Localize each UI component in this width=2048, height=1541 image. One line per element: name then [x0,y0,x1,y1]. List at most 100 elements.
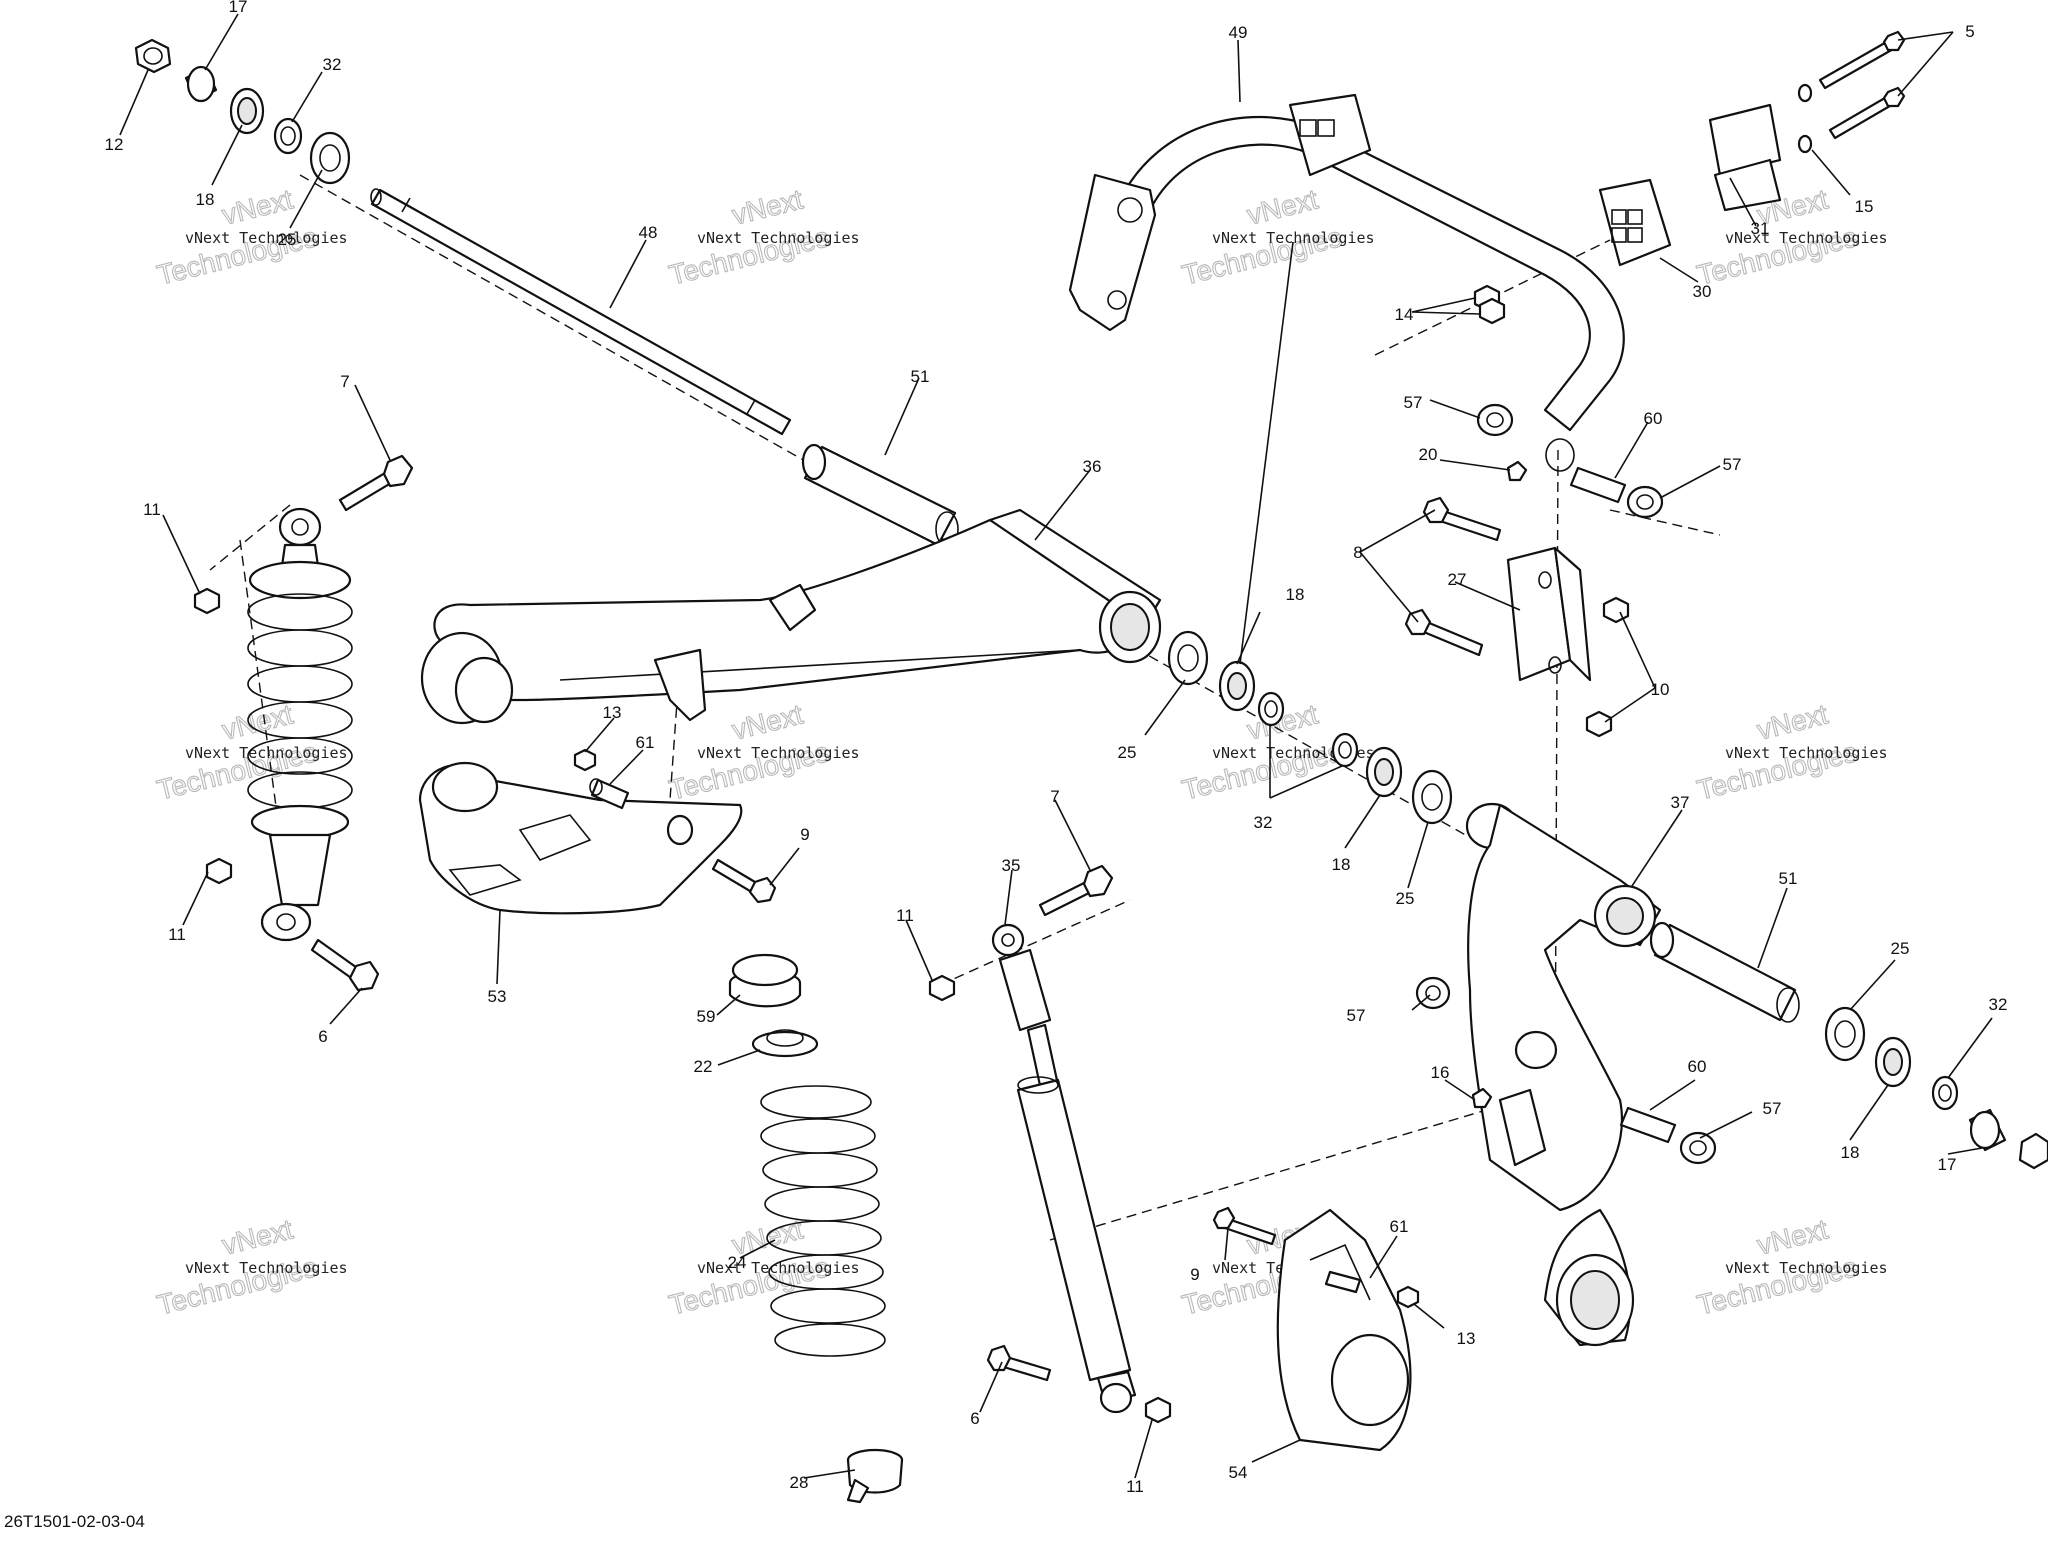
washer-32-mid-b [1331,732,1359,768]
callout-57-a: 57 [1404,393,1423,412]
watermark-8: vNext Technologies vNext Technologies [1693,698,1888,807]
adjuster-nut-28 [846,1448,904,1504]
svg-text:vNext: vNext [219,183,296,230]
bolt-6-left [310,938,380,992]
sleeve-60-bottom [1619,1106,1677,1144]
seal-18-mid [1218,660,1256,712]
callout-9-b: 9 [1190,1265,1199,1284]
callout-20: 20 [1419,445,1438,464]
bearing-25-top [309,131,351,185]
callout-18-c: 18 [1332,855,1351,874]
callout-8: 8 [1353,543,1362,562]
callout-18: 18 [196,190,215,209]
callout-6-b: 6 [970,1409,979,1428]
a-arm-37 [1465,802,1662,1347]
callout-36: 36 [1083,457,1102,476]
svg-text:vNext Technologies: vNext Technologies [697,744,860,762]
svg-text:vNext: vNext [1244,183,1321,230]
seal-18-top [229,87,265,135]
callout-51-b: 51 [1779,869,1798,888]
callout-53: 53 [488,987,507,1006]
callout-57-b: 57 [1723,455,1742,474]
nut-11-left-top [193,587,221,615]
stabilizer-bar-49 [1068,115,1625,472]
callout-32-c: 32 [1989,995,2008,1014]
sleeve-60-top [1569,466,1627,504]
callout-61-b: 61 [1390,1217,1409,1236]
svg-text:vNext Technologies: vNext Technologies [185,744,348,762]
callout-7-b: 7 [1050,787,1059,806]
svg-text:vNext Technologies: vNext Technologies [185,229,348,247]
callout-15: 15 [1855,197,1874,216]
callout-17: 17 [229,0,248,16]
bushing-57-mid [1415,976,1451,1010]
callout-57-d: 57 [1763,1099,1782,1118]
svg-text:vNext: vNext [1754,698,1831,745]
bushing-61-right [1324,1270,1362,1294]
callout-60-a: 60 [1644,409,1663,428]
callout-11-b: 11 [168,925,186,944]
callout-22: 22 [694,1057,713,1076]
callout-61-a: 61 [636,733,655,752]
nut-11-left-bottom [205,857,233,885]
spring-seat-22 [751,1029,819,1058]
spring-seat-59 [728,953,802,1008]
callout-13-b: 13 [1457,1329,1476,1348]
svg-text:vNext: vNext [1754,1213,1831,1260]
nut-13-left [573,748,597,772]
callout-6-a: 6 [318,1027,327,1046]
bushing-block-49-left [1288,93,1372,177]
callout-51-a: 51 [911,367,930,386]
skid-guard-53 [418,761,743,915]
nut-12-right [2018,1132,2048,1170]
nut-12 [134,38,172,74]
sleeve-51-upper [801,443,959,547]
shaft-48 [370,188,792,436]
grease-fitting-16 [1471,1087,1493,1109]
callout-48: 48 [639,223,658,242]
callout-25: 25 [278,230,297,249]
watermark-12: vNext Technologies vNext Technologies [1693,1213,1887,1322]
svg-text:vNext: vNext [729,698,806,745]
a-arm-36 [420,508,1162,725]
bolt-6-center [986,1344,1052,1382]
washers-15 [1797,83,1813,154]
callout-11-c: 11 [896,906,914,925]
washer-32-top [273,117,303,155]
spacer-17 [184,65,218,103]
callout-24: 24 [728,1253,747,1272]
watermark-2: vNext Technologies vNext Technologies [665,183,859,292]
bushing-61-left [589,778,630,810]
sleeve-51-lower [1649,921,1800,1023]
leader-lines [119,13,1993,1479]
clamp-31 [1708,103,1782,212]
bushing-57-top [1476,403,1514,437]
damper-35 [991,923,1137,1414]
svg-text:vNext Technologies: vNext Technologies [1725,229,1888,247]
nut-11-center-top [928,974,956,1002]
watermark-1: vNext Technologies vNext Technologies [153,183,348,292]
bushing-57-bottom [1679,1131,1717,1165]
callout-59: 59 [697,1007,716,1026]
bearing-25-mid [1167,630,1209,686]
callout-11-d: 11 [1126,1477,1144,1496]
callout-10: 10 [1651,680,1670,699]
svg-text:vNext Technologies: vNext Technologies [1725,744,1888,762]
callout-18-b: 18 [1286,585,1305,604]
callout-30: 30 [1693,282,1712,301]
bolt-9-right [1212,1206,1277,1246]
bearing-25-right [1824,1006,1866,1062]
callout-7-a: 7 [340,372,349,391]
svg-text:vNext: vNext [219,1213,296,1260]
svg-text:vNext Technologies: vNext Technologies [697,1259,860,1277]
callout-27: 27 [1448,570,1467,589]
bolt-7-left [338,454,414,512]
callout-35: 35 [1002,856,1021,875]
callout-60-b: 60 [1688,1057,1707,1076]
callout-labels: 17 12 18 32 25 48 49 5 15 31 30 14 57 60… [105,0,2008,1496]
nuts-14 [1473,284,1506,325]
callout-49: 49 [1229,23,1248,42]
bushing-block-30 [1598,178,1672,267]
callout-17-b: 17 [1938,1155,1957,1174]
